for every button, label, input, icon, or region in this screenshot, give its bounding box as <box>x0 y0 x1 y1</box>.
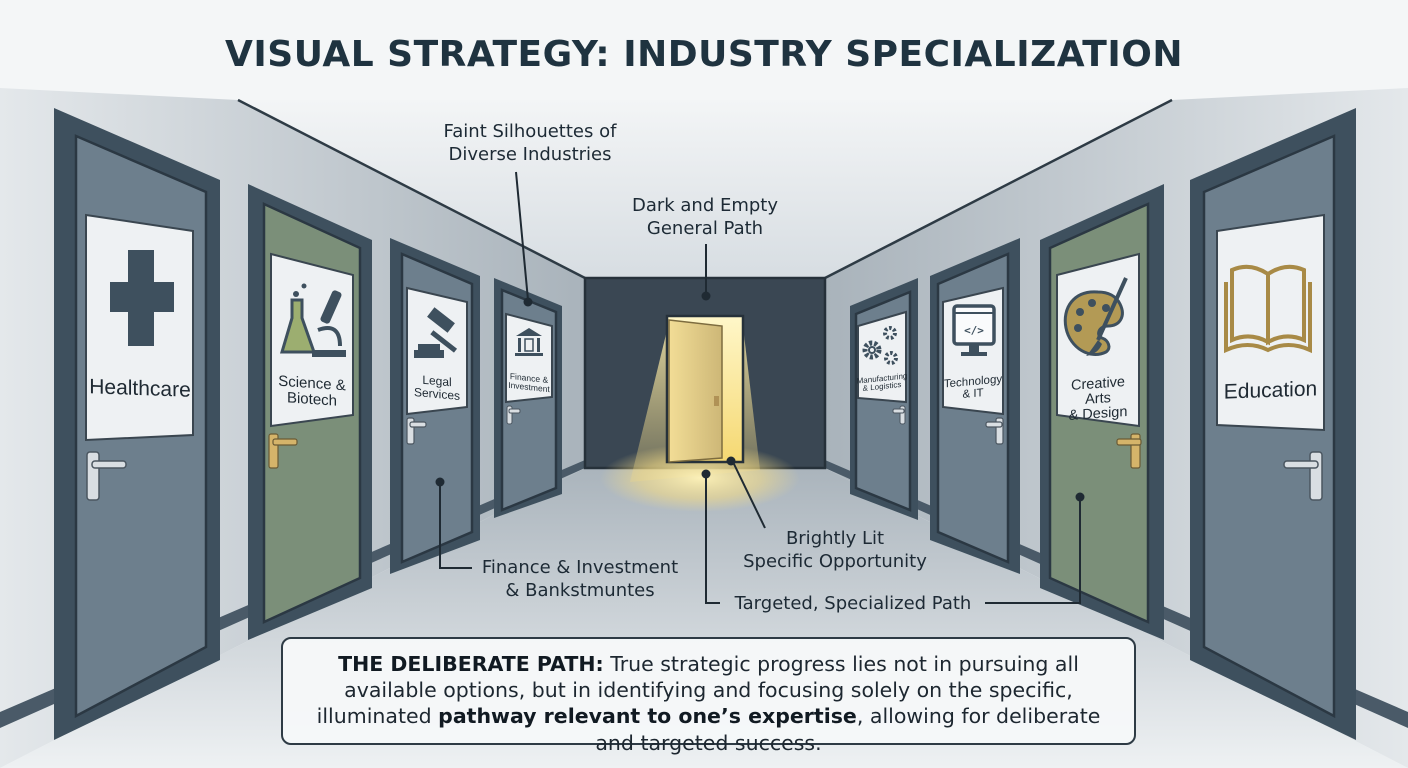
ceiling-edge-right <box>824 98 1173 280</box>
callout-targeted-text: Targeted, Specialized Path <box>734 593 972 614</box>
callout-silhouettes-line2: Diverse Industries <box>448 144 612 166</box>
door-handle <box>1283 451 1323 501</box>
palette-brush-icon <box>1063 277 1128 356</box>
leader-finance <box>439 482 472 569</box>
sign-label-legal-services: Legal Services <box>407 372 467 403</box>
open-book-icon <box>1224 264 1312 354</box>
leader-dots <box>435 291 1085 502</box>
callout-bright-line1: Brightly Lit <box>785 528 885 549</box>
gears-icon <box>862 326 898 365</box>
page-title: VISUAL STRATEGY: INDUSTRY SPECIALIZATION <box>225 34 1183 75</box>
callout-general-path: Dark and Empty General Path <box>600 194 810 241</box>
door-handle <box>406 417 427 445</box>
flask-microscope-icon <box>279 283 346 357</box>
door-handle <box>1116 433 1142 469</box>
door-education <box>1190 108 1356 740</box>
leader-silhouettes <box>515 171 529 301</box>
sign-label-education: Education <box>1217 377 1324 404</box>
sign-label-science-biotech: Science & Biotech <box>271 373 353 410</box>
door-legal-services <box>390 238 480 574</box>
caption-box: THE DELIBERATE PATH: True strategic prog… <box>281 637 1136 755</box>
door-handle <box>86 451 127 501</box>
leader-targeted-right <box>985 497 1081 604</box>
leader-targeted-left <box>705 474 720 604</box>
door-creative-arts-design <box>1040 184 1164 640</box>
sign-label-creative: Creative Arts & Design <box>1057 374 1139 425</box>
open-door <box>668 319 723 463</box>
ceiling <box>230 100 1180 278</box>
door-science-biotech <box>248 184 372 640</box>
callout-bright-line2: Specific Opportunity <box>743 551 927 573</box>
caption-lead: THE DELIBERATE PATH: <box>338 652 604 676</box>
door-technology-it: </> <box>930 238 1020 574</box>
open-door-handle <box>714 396 719 406</box>
callout-finance-line1: Finance & Investment <box>481 557 679 578</box>
caption-emphasis: pathway relevant to one’s expertise <box>438 704 857 729</box>
callout-general-line2: General Path <box>646 218 764 240</box>
code-monitor-icon: </> <box>952 304 996 356</box>
caption-text-2: , allowing for deliberate and targeted s… <box>595 704 1101 755</box>
door-finance-investment <box>494 278 562 518</box>
bank-icon <box>515 328 543 356</box>
sign-label-healthcare: Healthcare <box>86 375 194 402</box>
callout-finance-line2: & Bankstmuntes <box>505 580 655 602</box>
cross-icon <box>110 250 174 346</box>
door-handle <box>268 433 298 469</box>
label-healthcare: Healthcare <box>89 375 191 402</box>
callout-finance: Finance & Investment & Bankstmuntes <box>470 556 690 603</box>
callout-general-line1: Dark and Empty <box>631 195 779 216</box>
gavel-icon <box>414 307 458 358</box>
caption-text-1: True strategic progress lies not in purs… <box>316 652 1079 729</box>
door-handle <box>892 405 906 425</box>
callout-bright-opportunity: Brightly Lit Specific Opportunity <box>725 527 945 574</box>
label-education: Education <box>1223 377 1318 404</box>
leader-bright <box>732 461 766 529</box>
door-healthcare <box>54 108 220 740</box>
leader-lines <box>439 171 1081 604</box>
callout-silhouettes-line1: Faint Silhouettes of <box>443 121 617 142</box>
door-manufacturing-logistics <box>850 278 918 520</box>
svg-text:</>: </> <box>964 324 984 337</box>
callout-silhouettes: Faint Silhouettes of Diverse Industries <box>420 120 640 167</box>
callout-targeted-path: Targeted, Specialized Path <box>722 592 984 615</box>
door-handle <box>985 417 1004 445</box>
ceiling-edge-left <box>237 98 586 280</box>
door-handle <box>506 405 521 425</box>
